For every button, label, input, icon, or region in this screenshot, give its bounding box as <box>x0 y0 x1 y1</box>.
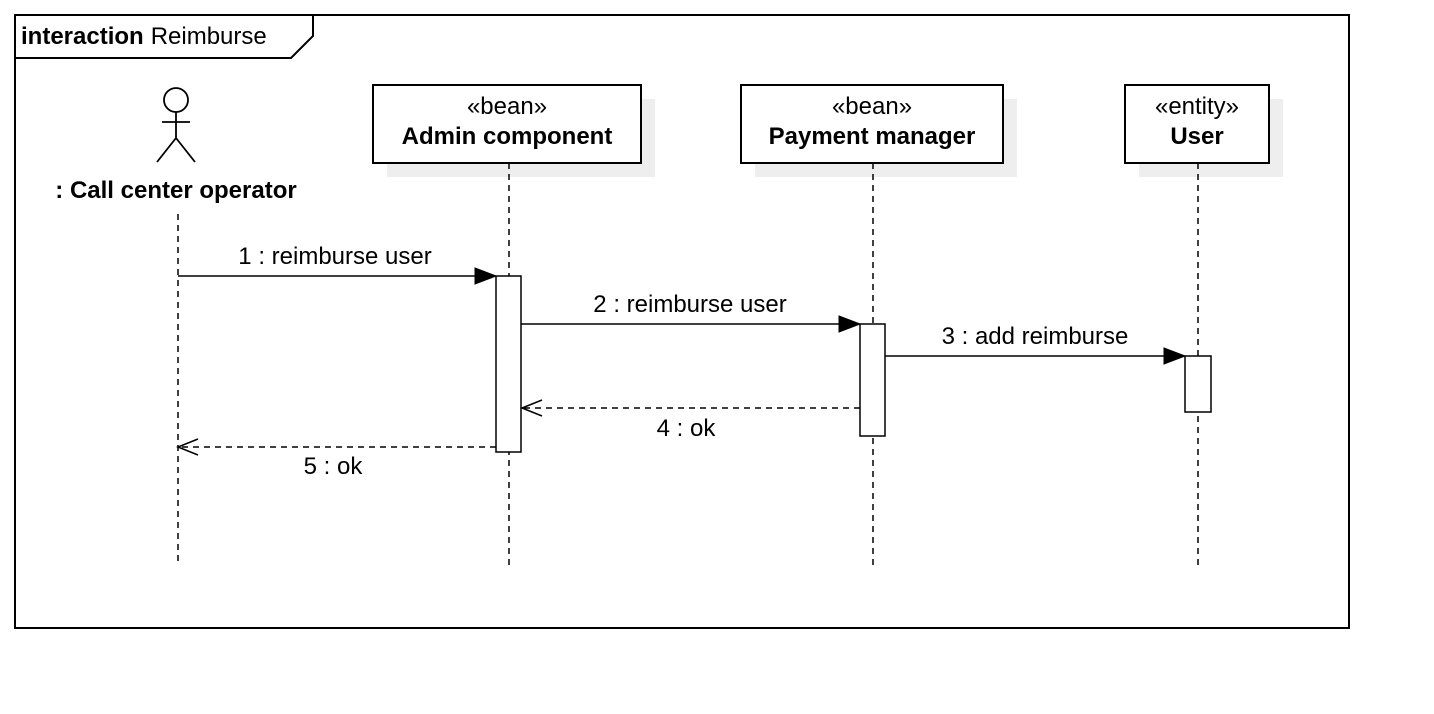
message-label: 3 : add reimburse <box>942 323 1129 350</box>
activation-payment-manager <box>859 323 886 437</box>
frame-keyword: interaction <box>21 23 144 50</box>
participant-user: «entity» User <box>1124 84 1283 177</box>
message-label: 5 : ok <box>304 453 364 480</box>
participant-name: User <box>1170 123 1223 150</box>
frame-name: Reimburse <box>151 23 267 50</box>
message-3: 3 : add reimburse <box>885 323 1187 365</box>
activation-user <box>1184 355 1212 413</box>
participant-name: Admin component <box>402 123 613 150</box>
actor-label: : Call center operator <box>55 177 296 204</box>
message-1: 1 : reimburse user <box>178 243 498 285</box>
participant-stereotype: «bean» <box>832 93 912 120</box>
actor-call-center-operator: : Call center operator <box>55 87 297 204</box>
frame-title: interaction Reimburse <box>21 23 267 50</box>
participant-admin-component: «bean» Admin component <box>372 84 655 177</box>
arrowhead-open <box>519 399 543 417</box>
participant-payment-manager: «bean» Payment manager <box>740 84 1017 177</box>
arrowhead-filled <box>1163 347 1187 365</box>
message-label: 4 : ok <box>657 415 717 442</box>
frame-tab <box>15 15 314 59</box>
activation-admin-component <box>495 275 522 453</box>
arrowhead-open <box>175 438 199 456</box>
participant-box <box>1124 84 1270 164</box>
interaction-frame <box>14 14 1350 629</box>
message-label: 1 : reimburse user <box>238 243 431 270</box>
participant-box <box>740 84 1004 164</box>
participant-stereotype: «bean» <box>467 93 547 120</box>
message-5: 5 : ok <box>175 438 496 480</box>
arrowhead-filled <box>838 315 862 333</box>
actor-right-leg <box>175 137 196 163</box>
message-4: 4 : ok <box>519 399 860 442</box>
participant-box <box>372 84 642 164</box>
actor-left-leg <box>156 137 177 163</box>
actor-head <box>163 87 189 113</box>
participant-stereotype: «entity» <box>1155 93 1239 120</box>
participant-name: Payment manager <box>769 123 976 150</box>
message-2: 2 : reimburse user <box>521 291 862 333</box>
message-label: 2 : reimburse user <box>593 291 786 318</box>
arrowhead-filled <box>474 267 498 285</box>
